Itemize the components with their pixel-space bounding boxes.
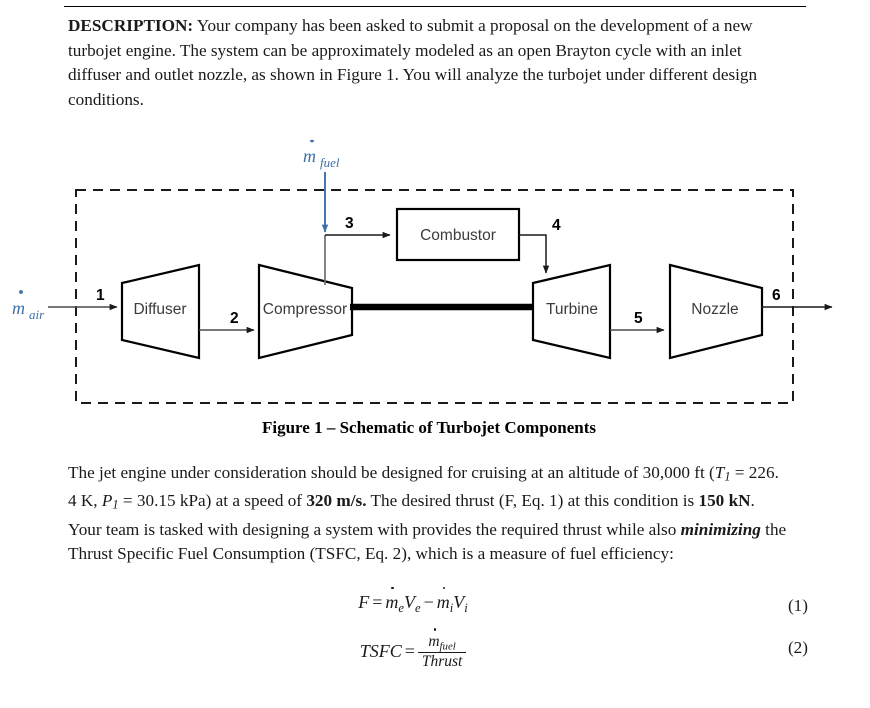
svg-text:m: m: [303, 146, 316, 166]
eq1-mdot-e-sub: e: [398, 600, 404, 615]
description-label: DESCRIPTION:: [68, 16, 194, 35]
state-point-4: 4: [552, 217, 561, 234]
state-point-5: 5: [634, 310, 643, 327]
diffuser-shape: [120, 263, 201, 360]
svg-text:m: m: [12, 298, 25, 318]
mass-flow-air-label: m air: [12, 290, 45, 322]
eq1-mdot-e: m: [385, 586, 399, 612]
eq1-lhs: F: [358, 592, 370, 612]
pressure-subscript: 1: [112, 498, 119, 513]
pressure-symbol: P: [101, 491, 113, 511]
equation-1-number: (1): [787, 596, 808, 615]
cruise-text-part6: the Thrust Specific Fuel Consumption (TS…: [68, 519, 787, 564]
cruise-text-part2: = 226. 4 K,: [68, 463, 779, 511]
turbojet-schematic: Diffuser Compressor Combustor Turbine No…: [0, 140, 870, 420]
header-divider: [64, 6, 806, 7]
combustor-to-turbine-arrow: [519, 234, 550, 274]
eq1-minus: −: [423, 592, 434, 612]
combustor-label: Combustor: [420, 227, 496, 244]
eq2-mdot-fuel: m: [428, 628, 440, 650]
cruise-text-part3: = 30.15 kPa) at a speed of: [118, 491, 307, 511]
required-thrust-value: 150 kN: [698, 491, 751, 511]
diffuser-label: Diffuser: [133, 301, 186, 318]
minimizing-emphasis: minimizing: [680, 519, 761, 539]
eq2-numerator: mfuel: [418, 628, 466, 653]
mass-flow-fuel-label: m fuel: [303, 140, 340, 170]
temperature-symbol: T: [714, 463, 725, 482]
compressor-shape: [257, 263, 354, 360]
turbine-label: Turbine: [546, 301, 598, 318]
state-point-3: 3: [345, 215, 354, 232]
state-point-2: 2: [230, 310, 239, 327]
state-point-6: 6: [772, 287, 781, 304]
figure-caption: Figure 1 – Schematic of Turbojet Compone…: [261, 418, 596, 437]
nozzle-shape: [668, 263, 764, 360]
eq1-mdot-i: m: [436, 586, 450, 612]
eq1-velocity-e-sub: e: [415, 600, 421, 615]
cruise-text-part1: The jet engine under consideration shoul…: [68, 463, 715, 482]
cruise-text-part4: The desired thrust (F, Eq. 1) at this co…: [366, 491, 699, 511]
eq1-mdot-i-sub: i: [449, 600, 454, 615]
svg-text:air: air: [29, 307, 45, 322]
equation-1-row: F=meVe−miVi (1): [68, 586, 808, 626]
eq1-equals: =: [372, 592, 383, 612]
equation-2-number: (2): [787, 638, 808, 657]
control-volume-boundary: [75, 189, 794, 404]
eq2-lhs: TSFC: [359, 640, 402, 661]
eq2-denominator: Thrust: [417, 652, 467, 670]
eq2-mdot-fuel-sub: fuel: [439, 640, 456, 653]
description-paragraph: DESCRIPTION: Your company has been asked…: [68, 14, 790, 112]
compressor-label: Compressor: [263, 301, 347, 318]
cruise-speed-value: 320 m/s.: [306, 491, 367, 511]
cruise-text-part5: . Your team is tasked with designing a s…: [68, 491, 755, 539]
nozzle-label: Nozzle: [691, 301, 738, 318]
eq1-velocity-e: V: [404, 592, 415, 612]
eq2-equals: =: [404, 640, 415, 661]
eq1-velocity-i: V: [453, 592, 465, 612]
description-text: Your company has been asked to submit a …: [68, 16, 758, 109]
temperature-subscript: 1: [724, 469, 731, 484]
cruise-conditions-paragraph: The jet engine under consideration shoul…: [68, 461, 790, 567]
eq1-velocity-i-sub: i: [464, 600, 468, 615]
state-point-1: 1: [96, 287, 105, 304]
svg-text:fuel: fuel: [320, 155, 340, 170]
turbine-shape: [531, 263, 612, 360]
equation-1-body: F=meVe−miVi: [68, 586, 758, 616]
